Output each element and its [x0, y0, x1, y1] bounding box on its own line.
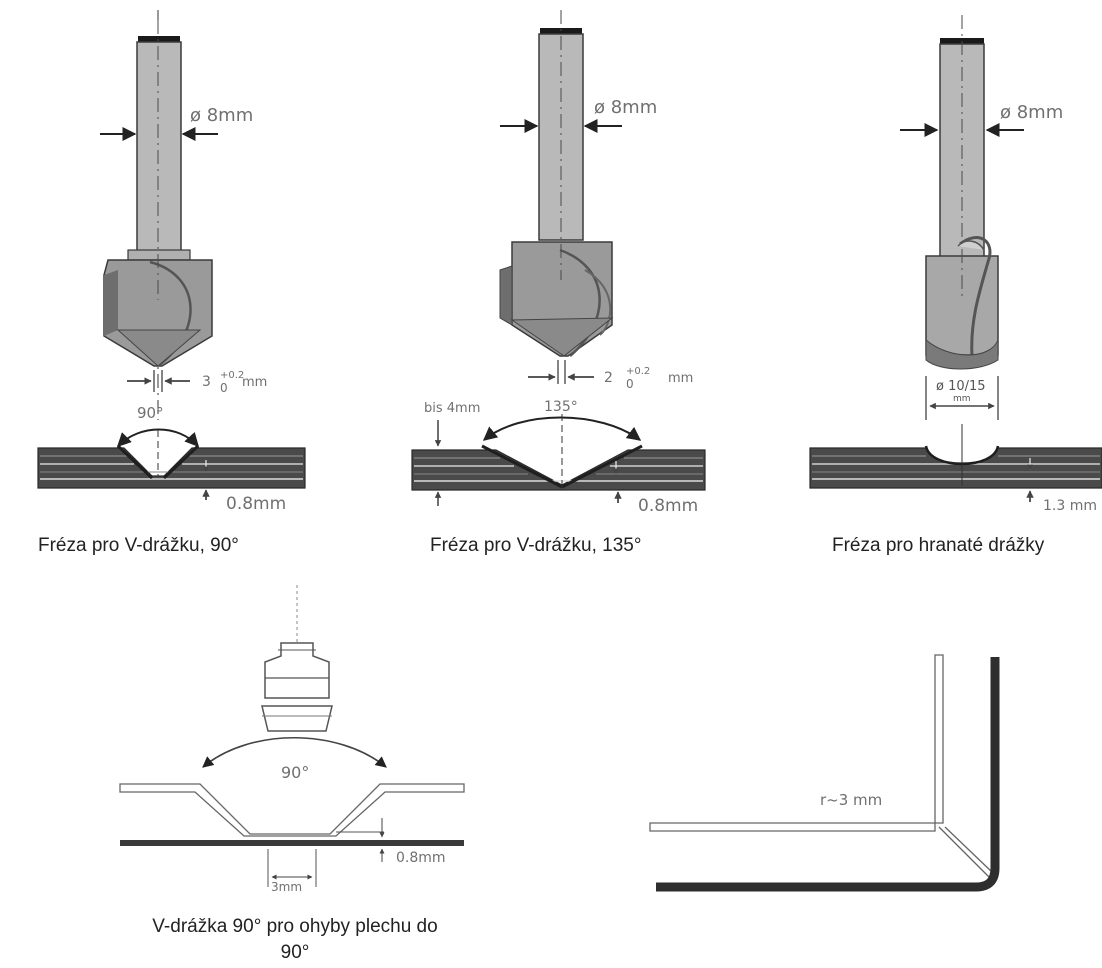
flat-groove-cutter-diagram: ø 8mm ø 10/15 mm 1.3 mm: [809, 15, 1102, 514]
panel-135: bis 4mm 135° 0.8mm: [411, 399, 706, 516]
flat-cutter-tool: [925, 15, 999, 370]
angle-label-135: 135°: [544, 399, 578, 415]
tip-width-label-1: 3: [202, 374, 211, 390]
shank-dimension-label-1: ø 8mm: [190, 105, 253, 126]
caption-v-groove-90: Fréza pro V-drážku, 90°: [38, 535, 239, 556]
tolerance-unit-2: mm: [668, 371, 693, 386]
caption-v-groove-135: Fréza pro V-drážku, 135°: [430, 535, 642, 556]
depth-note-label: bis 4mm: [424, 401, 480, 416]
angle-label-90: 90°: [137, 404, 164, 422]
bottom-thickness-label-3: 1.3 mm: [1043, 498, 1097, 514]
cutter-90-tip-dimension: 3 +0.2 0 mm: [127, 370, 267, 395]
cutter-90-tool: [103, 10, 213, 420]
cutter-diameter-label: ø 10/15: [936, 379, 986, 394]
v-groove-cutter-90-diagram: ø 8mm 3 +0.2 0 mm 90° 0.8: [37, 10, 306, 514]
bottom-thickness-label-2: 0.8mm: [638, 496, 698, 516]
angle-label-bending: 90°: [281, 763, 309, 782]
tolerance-unit-1: mm: [242, 375, 267, 390]
v-groove-cutter-135-diagram: ø 8mm 2 +0.2 0 mm bis 4mm: [411, 10, 706, 516]
tip-width-label-2: 2: [604, 370, 613, 386]
bent-sheet-diagram: r~3 mm: [649, 654, 1000, 892]
bending-cutter-outline: [261, 642, 333, 732]
panel-flat: 1.3 mm: [809, 424, 1102, 514]
shank-dimension-label-3: ø 8mm: [1000, 102, 1063, 123]
tolerance-lower-1: 0: [220, 381, 228, 395]
caption-bending-groove: V-drážka 90° pro ohyby plechu do 90°: [152, 916, 438, 963]
cutter-135-shank-dimension: ø 8mm: [500, 97, 657, 133]
bottom-thickness-label-1: 0.8mm: [226, 494, 286, 514]
groove-width-label: 3mm: [271, 880, 302, 894]
caption-flat-groove: Fréza pro hranaté drážky: [832, 535, 1045, 556]
panel-90: 90° 0.8mm: [37, 404, 306, 514]
cutter-90-shank-dimension: ø 8mm: [100, 105, 253, 141]
bottom-thickness-label-4: 0.8mm: [396, 850, 446, 866]
radius-label: r~3 mm: [820, 791, 882, 809]
cutter-135-tip-dimension: 2 +0.2 0 mm: [528, 360, 693, 391]
v-groove-bending-diagram: 90° 0.8mm 3mm: [119, 585, 465, 894]
tolerance-upper-2: +0.2: [626, 366, 650, 377]
cutter-135-tool: [499, 10, 614, 357]
tolerance-lower-2: 0: [626, 377, 634, 391]
flat-cutter-diameter-dimension: ø 10/15 mm: [925, 376, 999, 420]
flat-cutter-shank-dimension: ø 8mm: [900, 102, 1063, 137]
tolerance-upper-1: +0.2: [220, 370, 244, 381]
bending-panel: 90° 0.8mm 3mm: [119, 737, 465, 894]
cutter-diameter-unit: mm: [953, 394, 971, 404]
shank-dimension-label-2: ø 8mm: [594, 97, 657, 118]
